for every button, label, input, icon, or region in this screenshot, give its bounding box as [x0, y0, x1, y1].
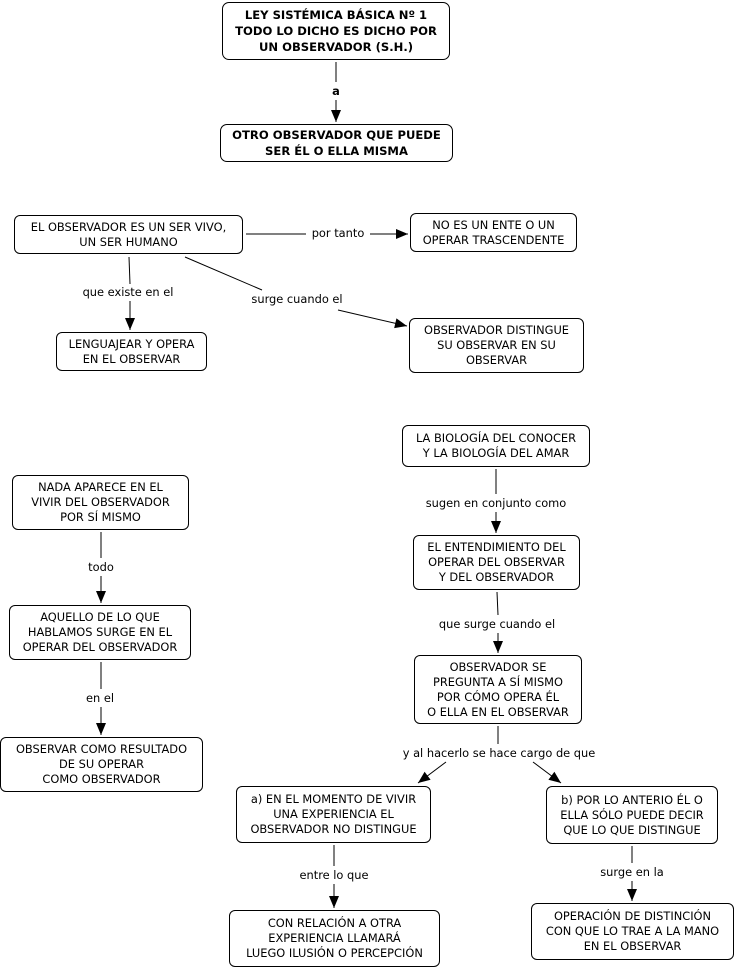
connector-surge-operacion-arrowhead: [627, 889, 637, 901]
link-label-a: a: [330, 84, 342, 98]
link-label-sugen-conjunto: sugen en conjunto como: [423, 496, 569, 510]
link-label-por-tanto: por tanto: [309, 226, 367, 240]
concept-observador-pregunta[interactable]: OBSERVADOR SE PREGUNTA A SÍ MISMO POR CÓ…: [414, 655, 582, 724]
connector-en-el-observar-arrowhead: [96, 723, 106, 735]
link-label-entre-lo-que: entre lo que: [297, 868, 371, 882]
link-label-en-el: en el: [83, 691, 117, 705]
concept-nada-aparece[interactable]: NADA APARECE EN EL VIVIR DEL OBSERVADOR …: [12, 475, 189, 530]
link-label-todo: todo: [86, 560, 116, 574]
concept-observador-distingue[interactable]: OBSERVADOR DISTINGUE SU OBSERVAR EN SU O…: [409, 318, 584, 373]
link-label-que-existe: que existe en el: [80, 285, 176, 299]
concept-biologia[interactable]: LA BIOLOGÍA DEL CONOCER Y LA BIOLOGÍA DE…: [402, 425, 590, 467]
concept-aquello-hablamos[interactable]: AQUELLO DE LO QUE HABLAMOS SURGE EN EL O…: [9, 605, 191, 660]
connector-hacerlo-b-arrowhead: [548, 771, 561, 783]
link-label-surge-en-la: surge en la: [598, 865, 666, 879]
connector-por-tanto-no-es-arrowhead: [396, 229, 408, 239]
connector-entre-relacion-arrowhead: [329, 896, 339, 908]
concept-entendimiento[interactable]: EL ENTENDIMIENTO DEL OPERAR DEL OBSERVAR…: [413, 535, 580, 590]
concept-lenguajear[interactable]: LENGUAJEAR Y OPERA EN EL OBSERVAR: [56, 332, 207, 371]
link-label-al-hacerlo: y al hacerlo se hace cargo de que: [400, 746, 598, 760]
concept-observador-ser-vivo[interactable]: EL OBSERVADOR ES UN SER VIVO, UN SER HUM…: [14, 215, 243, 254]
link-label-que-surge-cuando: que surge cuando el: [436, 617, 558, 631]
connector-surge-distingue-arrowhead: [394, 318, 407, 329]
concept-observar-resultado[interactable]: OBSERVAR COMO RESULTADO DE SU OPERAR COM…: [0, 737, 203, 792]
concept-con-relacion[interactable]: CON RELACIÓN A OTRA EXPERIENCIA LLAMARÁ …: [229, 910, 440, 967]
connector-a-otro-arrowhead: [331, 110, 341, 122]
link-label-surge-cuando: surge cuando el: [249, 292, 345, 306]
connector-existe-lenguajear-arrowhead: [125, 318, 135, 330]
connector-ser-vivo-surge: [184, 256, 263, 291]
concept-momento-vivir[interactable]: a) EN EL MOMENTO DE VIVIR UNA EXPERIENCI…: [236, 786, 431, 843]
concept-otro-observador[interactable]: OTRO OBSERVADOR QUE PUEDE SER ÉL O ELLA …: [220, 124, 453, 162]
connector-entendimiento-surge: [496, 591, 499, 616]
connector-hacerlo-a-arrowhead: [418, 771, 431, 783]
connector-ser-vivo-existe: [128, 256, 131, 285]
connector-surge-observador-arrowhead: [493, 641, 503, 653]
concept-operacion-distincion[interactable]: OPERACIÓN DE DISTINCIÓN CON QUE LO TRAE …: [531, 903, 734, 960]
concept-no-es-ente[interactable]: NO ES UN ENTE O UN OPERAR TRASCENDENTE: [410, 213, 577, 252]
concept-por-lo-anterior[interactable]: b) POR LO ANTERIO ÉL O ELLA SÓLO PUEDE D…: [546, 786, 718, 844]
connector-sugen-entendimiento-arrowhead: [491, 521, 501, 533]
connector-todo-aquello-arrowhead: [96, 591, 106, 603]
concept-ley-sistemica[interactable]: LEY SISTÉMICA BÁSICA Nº 1 TODO LO DICHO …: [222, 2, 450, 60]
